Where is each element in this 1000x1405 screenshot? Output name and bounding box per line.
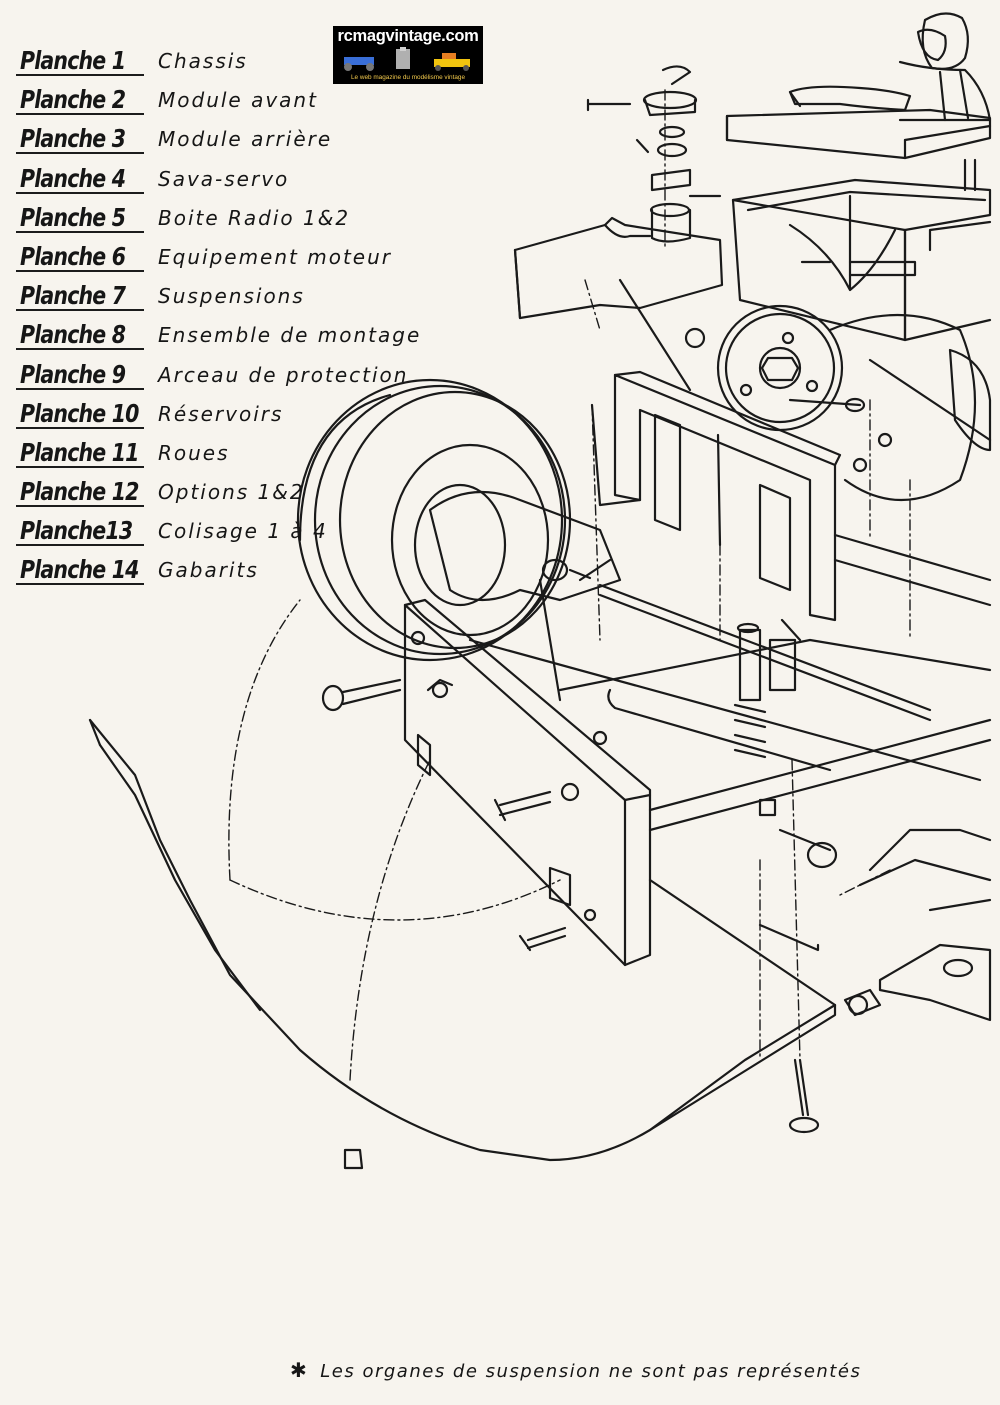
plate-title: Suspensions — [158, 284, 305, 309]
plate-title: Arceau de protection — [158, 362, 409, 387]
fasteners — [321, 260, 862, 1170]
fuel-tank — [513, 202, 724, 392]
radio-box — [731, 178, 992, 342]
plate-underline — [16, 269, 144, 272]
plate-underline — [16, 348, 144, 351]
site-logo[interactable]: rcmagvintage.com Le web magazine du modé… — [333, 26, 483, 84]
steering-knuckle — [428, 490, 932, 722]
plate-entry: Planche 10 Réservoirs — [16, 393, 436, 432]
plate-number: Planche 10 — [20, 398, 139, 428]
plate-number: Planche 12 — [20, 477, 139, 507]
plate-underline — [16, 583, 144, 586]
plate-underline — [16, 74, 144, 76]
logo-vehicles-icon — [344, 47, 470, 71]
plate-underline — [16, 191, 144, 194]
plate-entry: Planche 3 Module arrière — [16, 118, 436, 157]
footnote-text: Les organes de suspension ne sont pas re… — [320, 1361, 862, 1382]
rear-arms — [758, 828, 992, 1022]
front-wheel — [296, 378, 572, 662]
plate-number: Planche 6 — [20, 241, 126, 271]
plate-number: Planche 3 — [20, 124, 126, 154]
plate-title: Réservoirs — [158, 401, 284, 426]
asterisk-icon: ✱ — [290, 1358, 309, 1382]
assembly-guide-lines — [228, 89, 911, 1081]
plate-underline — [16, 152, 144, 155]
plate-underline — [16, 230, 144, 233]
driver-figure — [788, 12, 992, 122]
plate-number: Planche 2 — [20, 85, 126, 115]
plate-title: Sava-servo — [158, 166, 290, 191]
plate-underline — [16, 465, 144, 468]
footnote: ✱ Les organes de suspension ne sont pas r… — [290, 1358, 861, 1382]
front-bulkhead — [590, 370, 842, 622]
plate-entry: Planche 14 Gabarits — [16, 549, 436, 588]
plate-number: Planche13 — [20, 516, 133, 546]
plate-entry: Planche13 Colisage 1 à 4 — [16, 510, 436, 549]
plate-title: Module avant — [158, 88, 318, 113]
plate-entry: Planche 5 Boite Radio 1&2 — [16, 197, 436, 236]
plate-underline — [16, 113, 144, 116]
plate-title: Ensemble de montage — [158, 323, 422, 348]
plate-underline — [16, 387, 144, 390]
plate-number: Planche 4 — [20, 163, 126, 193]
plate-underline — [16, 309, 144, 312]
front-side-rail — [403, 598, 652, 967]
tank-cap-assembly — [586, 65, 722, 198]
plate-number: Planche 9 — [20, 359, 126, 389]
plate-entry: Planche 2 Module avant — [16, 79, 436, 118]
engine-gear — [716, 304, 992, 502]
plate-number: Planche 11 — [20, 437, 139, 467]
plate-title: Module arrière — [158, 127, 333, 152]
plate-title: Roues — [158, 440, 230, 465]
plate-entry: Planche 12 Options 1&2 — [16, 471, 436, 510]
plate-entry: Planche 4 Sava-servo — [16, 158, 436, 197]
plate-title: Gabarits — [158, 558, 259, 583]
plate-number: Planche 7 — [20, 281, 126, 311]
plate-number: Planche 14 — [20, 555, 139, 585]
plate-number: Planche 5 — [20, 202, 126, 232]
plate-entry: Planche 9 Arceau de protection — [16, 354, 436, 393]
plate-index: Planche 1 Chassis Planche 2 Module avant… — [16, 40, 436, 589]
plate-title: Equipement moteur — [158, 244, 392, 269]
plate-entry: Planche 6 Equipement moteur — [16, 236, 436, 275]
plate-entry: Planche 7 Suspensions — [16, 275, 436, 314]
plate-title: Boite Radio 1&2 — [158, 205, 351, 230]
logo-tagline: Le web magazine du modélisme vintage — [350, 74, 466, 81]
plate-underline — [16, 426, 144, 429]
plate-underline — [16, 505, 144, 508]
plate-number: Planche 8 — [20, 320, 126, 350]
plate-entry: Planche 11 Roues — [16, 432, 436, 471]
shock-absorber — [733, 618, 802, 759]
base-plate — [88, 718, 837, 1162]
chassis-frame — [468, 533, 992, 832]
plate-entry: Planche 1 Chassis — [16, 40, 436, 79]
plate-title: Chassis — [158, 49, 248, 73]
plate-underline — [16, 544, 144, 547]
logo-brand-text: rcmagvintage.com — [337, 27, 479, 45]
radio-box-lid — [725, 108, 992, 192]
plate-entry: Planche 8 Ensemble de montage — [16, 314, 436, 353]
plate-number: Planche 1 — [20, 46, 126, 75]
plate-title: Options 1&2 — [158, 480, 305, 505]
plate-title: Colisage 1 à 4 — [158, 519, 328, 544]
